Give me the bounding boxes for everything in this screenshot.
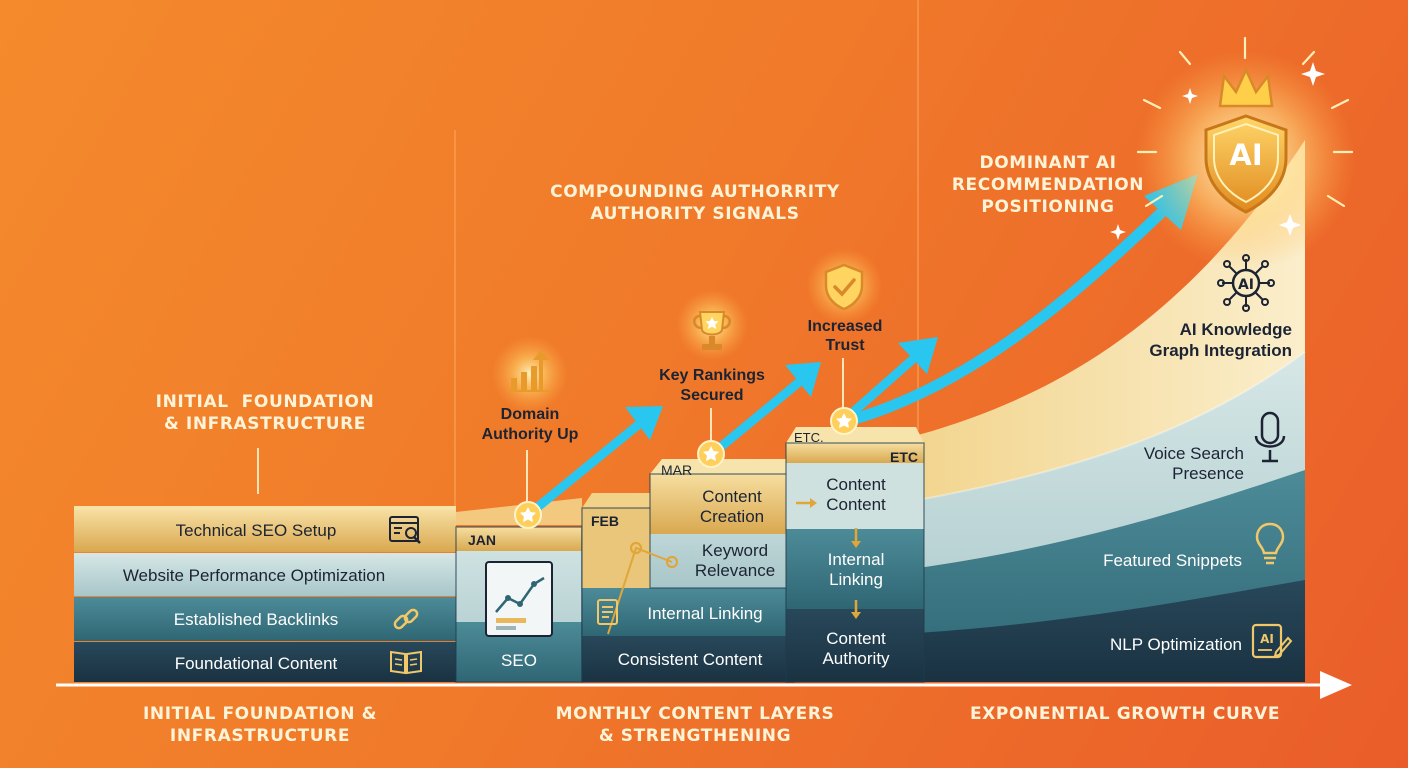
lightbulb-icon [1255,522,1285,565]
growth-label-featured-snippets: Featured Snippets [1103,551,1242,570]
month-tag-jan: JAN [468,532,497,548]
layer-label-technical-seo: Technical SEO Setup [175,521,337,540]
document-icon [597,599,618,625]
timeline-phase2: MONTHLY CONTENT LAYERS & STRENGTHENING [555,704,835,746]
browser-search-icon [389,516,421,544]
sparkles [1110,62,1325,240]
timeline-arrow [56,671,1352,699]
milestone-key-rankings: Key Rankings Secured [659,367,765,404]
timeline-phase1: INITIAL FOUNDATION & INFRASTRUCTURE [142,704,378,746]
ai-edit-icon: AI [1251,623,1293,659]
timeline-phase3: EXPONENTIAL GROWTH CURVE [969,704,1281,724]
growth-chart-icon [507,350,551,392]
badge-ai-text: AI [1229,138,1263,172]
link-icon [393,608,419,630]
phase3-header: DOMINANT AI RECOMMENDATION POSITIONING [951,153,1145,217]
etc-mid-label: Internal Linking [827,550,885,589]
month-block-mar [649,459,797,589]
milestone-domain-authority: Domain Authority Up [481,406,579,443]
feb-mid-label: Internal Linking [647,604,763,623]
month-tag-etc: ETC. [794,430,824,445]
phase1-header: INITIAL FOUNDATION & INFRASTRUCTURE [155,392,375,434]
ai-crown-shield-icon [1204,66,1288,214]
foundation-block [74,506,456,682]
mar-top-label: Content Creation [699,487,765,526]
trophy-icon [693,311,731,350]
layer-label-foundational-content: Foundational Content [174,654,338,673]
svg-text:AI: AI [1238,277,1254,293]
star-node-icon [830,407,858,435]
layer-label-website-performance: Website Performance Optimization [122,566,386,585]
chart-document-icon [485,561,553,637]
shield-check-icon [824,263,864,311]
jan-bottom-label: SEO [501,651,537,670]
month-tag-mar: MAR [661,462,693,478]
growth-curve-area [917,140,1306,682]
month-tag-feb: FEB [591,513,619,529]
etc-top-label: Content Content [826,475,886,514]
star-node-icon [514,501,542,529]
feb-bottom-label: Consistent Content [617,650,763,669]
badge-rays [1136,36,1354,208]
star-node-icon [697,440,725,468]
growth-label-ai-knowledge: AI Knowledge Graph Integration [1149,320,1292,360]
svg-text:AI: AI [1260,632,1274,646]
etc-bottom-label: Content Authority [822,629,890,668]
month-tag-etc-2: ETC [890,449,918,465]
mar-mid-label: Keyword Relevance [694,541,776,580]
layer-label-backlinks: Established Backlinks [173,610,339,629]
growth-label-voice-search: Voice Search Presence [1143,444,1244,483]
month-block-etc [785,427,925,683]
growth-label-nlp: NLP Optimization [1110,635,1242,654]
microphone-icon [1254,411,1286,463]
phase2-header: COMPOUNDING AUTHORRITY AUTHORITY SIGNALS [550,182,840,224]
milestone-increased-trust: Increased Trust [807,318,883,354]
ai-network-icon: AI [1217,254,1275,312]
book-icon [390,650,422,675]
